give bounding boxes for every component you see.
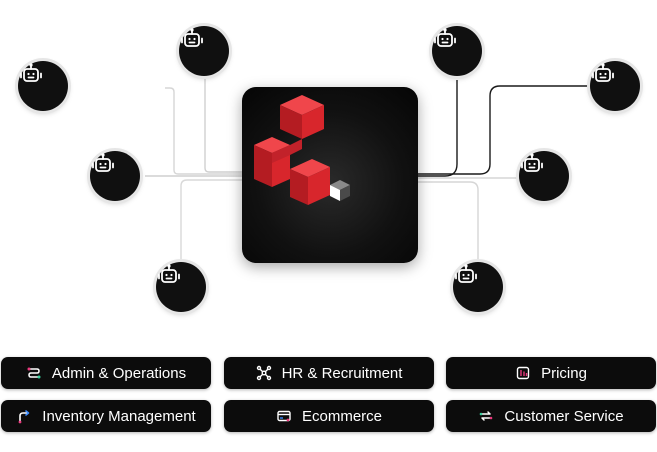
category-label: Pricing [541,364,587,382]
category-label: Admin & Operations [51,364,187,382]
category-button-ecommerce[interactable]: Ecommerce [224,400,434,432]
pricing-icon [515,365,531,381]
agent-node [18,61,68,111]
agent-node [519,151,569,201]
hub-logo-card [242,87,418,263]
route-arrow-icon [16,408,32,424]
agent-node [590,61,640,111]
card-icon [276,408,292,424]
category-button-customer-service[interactable]: Customer Service [446,400,656,432]
exchange-icon [478,408,494,424]
agent-node [90,151,140,201]
workflow-icon [26,365,42,381]
category-button-admin-operations[interactable]: Admin & Operations [1,357,211,389]
agent-node [453,262,503,312]
agent-node [179,26,229,76]
agent-node [156,262,206,312]
network-icon [256,365,272,381]
category-label: Ecommerce [301,407,383,425]
category-label: HR & Recruitment [281,364,403,382]
red-isometric-blocks-logo [254,95,350,205]
agent-network-diagram [18,26,640,312]
connector-lines [145,78,590,262]
agent-node [432,26,482,76]
category-label: Customer Service [504,407,624,425]
category-button-inventory-management[interactable]: Inventory Management [1,400,211,432]
category-button-pricing[interactable]: Pricing [446,357,656,389]
category-button-hr-recruitment[interactable]: HR & Recruitment [224,357,434,389]
category-label: Inventory Management [42,407,196,425]
